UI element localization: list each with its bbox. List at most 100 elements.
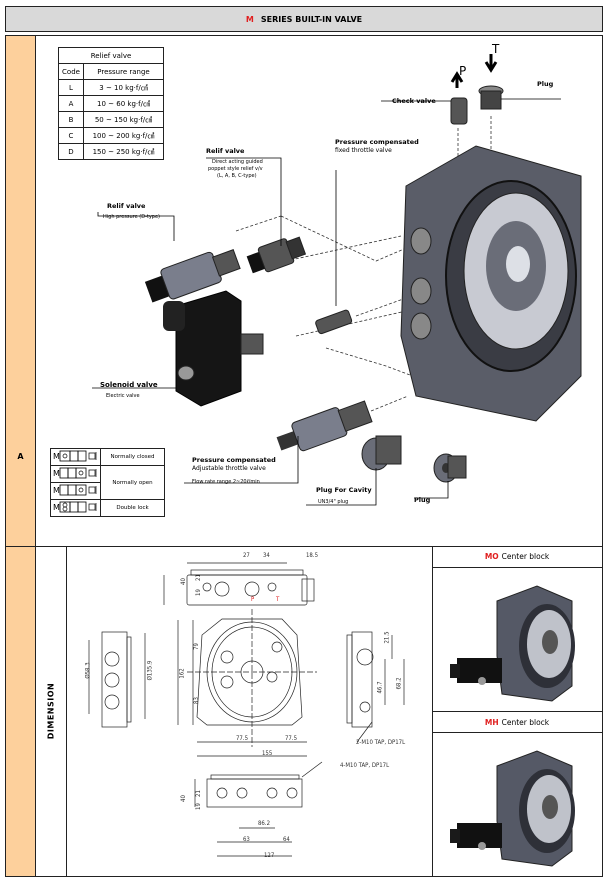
dim-bottom-4: 86.2 — [258, 820, 271, 827]
relief-valve-direct-sub3: (L, A, B, C-type) — [217, 173, 257, 179]
solenoid-valve-label: Solenoid valve — [100, 381, 158, 389]
table-row: M Double lock — [50, 499, 165, 517]
solenoid-desc: Double lock — [100, 499, 165, 517]
center-block-mo-image — [450, 585, 575, 702]
relief-valve-direct-label: Relif valve — [206, 147, 245, 155]
dim-top-4: 40 — [179, 578, 187, 585]
section-a-label: A — [17, 452, 24, 461]
center-block-label: Center block — [501, 717, 550, 727]
dim-bottom-2: 21 — [194, 790, 202, 797]
check-valve-label: Check valve — [392, 97, 436, 105]
relief-valve-high-label: Relif valve — [107, 202, 146, 210]
plug-bottom-part — [433, 453, 467, 483]
port-t-mark: T — [276, 596, 280, 603]
relief-valve-high-part — [144, 249, 241, 303]
relief-valve-high-sub: High pressure (D-type) — [103, 214, 160, 220]
section-a-sidebar: A — [5, 35, 36, 547]
relief-valve-direct-sub1: Direct acting guided — [212, 159, 263, 165]
dim-front-4: 77.5 — [236, 735, 249, 742]
dim-bottom-1: 40 — [179, 795, 187, 802]
dimension-drawing — [88, 562, 405, 857]
dim-left-1: Ø58.3 — [84, 662, 92, 679]
right-side-view-outline — [351, 631, 373, 728]
tap-note-1: 2-M10 TAP, DP17L — [356, 739, 406, 746]
page-header: M SERIES BUILT-IN VALVE — [5, 6, 603, 32]
svg-text:M: M — [53, 486, 60, 495]
plug-bottom-label: Plug — [414, 496, 431, 504]
fixed-throttle-sub: fixed throttle valve — [335, 147, 392, 154]
port-t-label: T — [492, 42, 500, 56]
dim-bottom-5: 63 — [243, 836, 250, 843]
port-t-arrow-icon — [484, 54, 498, 73]
center-block-mh-title: MH Center block — [432, 711, 602, 733]
center-block-code: MO — [484, 552, 499, 561]
top-view-outline — [186, 574, 308, 606]
plug-cavity-label: Plug For Cavity — [316, 486, 372, 494]
adj-throttle-label: Pressure compensated — [192, 456, 276, 464]
section-dimension-sidebar — [5, 546, 36, 877]
dim-front-6: 155 — [262, 750, 273, 757]
dim-right-3: 68.2 — [395, 677, 403, 690]
plug-cavity-sub: UN3/4" plug — [318, 499, 349, 505]
fixed-throttle-label: Pressure compensated — [335, 138, 419, 146]
dim-front-1: 79 — [192, 643, 200, 650]
solenoid-symbol-table: M Normally closed M Normally open M M Do… — [50, 448, 165, 517]
relief-valve-direct-part — [246, 236, 307, 274]
plug-top-label: Plug — [537, 80, 554, 88]
dim-bottom-6: 64 — [283, 836, 290, 843]
port-p-arrow-icon — [450, 71, 464, 88]
center-block-label: Center block — [501, 552, 550, 561]
bottom-view-outline — [206, 778, 303, 808]
solenoid-valve-sub: Electric valve — [106, 393, 140, 399]
center-block-mo-title: MO Center block — [432, 546, 602, 568]
dim-top-3: 18.5 — [306, 552, 319, 559]
relief-valve-direct-sub2: poppet style relief v/v — [208, 166, 263, 172]
series-code: M — [245, 14, 254, 24]
dim-bottom-7: 127 — [264, 852, 275, 859]
center-block-body — [400, 145, 582, 422]
svg-text:M: M — [53, 503, 60, 512]
dim-front-3: 83 — [192, 697, 200, 704]
check-valve-part — [450, 97, 468, 125]
page-title: SERIES BUILT-IN VALVE — [260, 14, 363, 24]
port-p-label: P — [459, 64, 467, 78]
exploded-view-illustration — [92, 54, 582, 506]
table-row: M Normally open — [50, 465, 165, 500]
solenoid-desc: Normally open — [100, 465, 165, 500]
left-side-view-outline — [101, 631, 128, 728]
dimension-label: DIMENSION — [46, 682, 55, 740]
plug-top-part — [478, 85, 504, 110]
plug-cavity-part — [361, 435, 402, 471]
section-a-panel — [35, 35, 603, 547]
adj-throttle-label2: Adjustable throttle valve — [192, 465, 266, 472]
solenoid-valve-part — [163, 290, 264, 407]
adjustable-throttle-valve-part — [276, 400, 373, 452]
svg-text:M: M — [53, 452, 60, 461]
front-view-outline — [196, 618, 303, 726]
dim-right-1: 21.5 — [383, 631, 391, 644]
dim-front-2: 162 — [178, 668, 186, 679]
row-range: 150 ~ 250 kg·f/㎠ — [83, 143, 164, 160]
svg-text:M: M — [53, 469, 60, 478]
center-block-mh-image — [450, 750, 575, 867]
dim-bottom-3: 19 — [194, 803, 202, 810]
center-block-panel: MO Center block MH Center block — [432, 546, 603, 877]
center-block-code: MH — [484, 717, 499, 727]
port-p-mark: P — [251, 596, 255, 603]
dim-left-2: Ø135.9 — [146, 660, 154, 681]
double-lock-symbol-icon: M — [50, 499, 101, 517]
dim-top-6: 19 — [194, 589, 202, 596]
adj-throttle-sub: Flow rate range 2~20ℓ/min — [192, 479, 260, 485]
dimension-label-cell: DIMENSION — [35, 546, 67, 877]
dim-top-5: 21 — [194, 574, 202, 581]
dim-top-2: 34 — [263, 552, 270, 559]
tap-note-2: 4-M10 TAP, DP17L — [340, 762, 390, 769]
fixed-throttle-valve-part — [315, 309, 353, 335]
dim-front-5: 77.5 — [285, 735, 298, 742]
dim-top-1: 27 — [243, 552, 250, 559]
